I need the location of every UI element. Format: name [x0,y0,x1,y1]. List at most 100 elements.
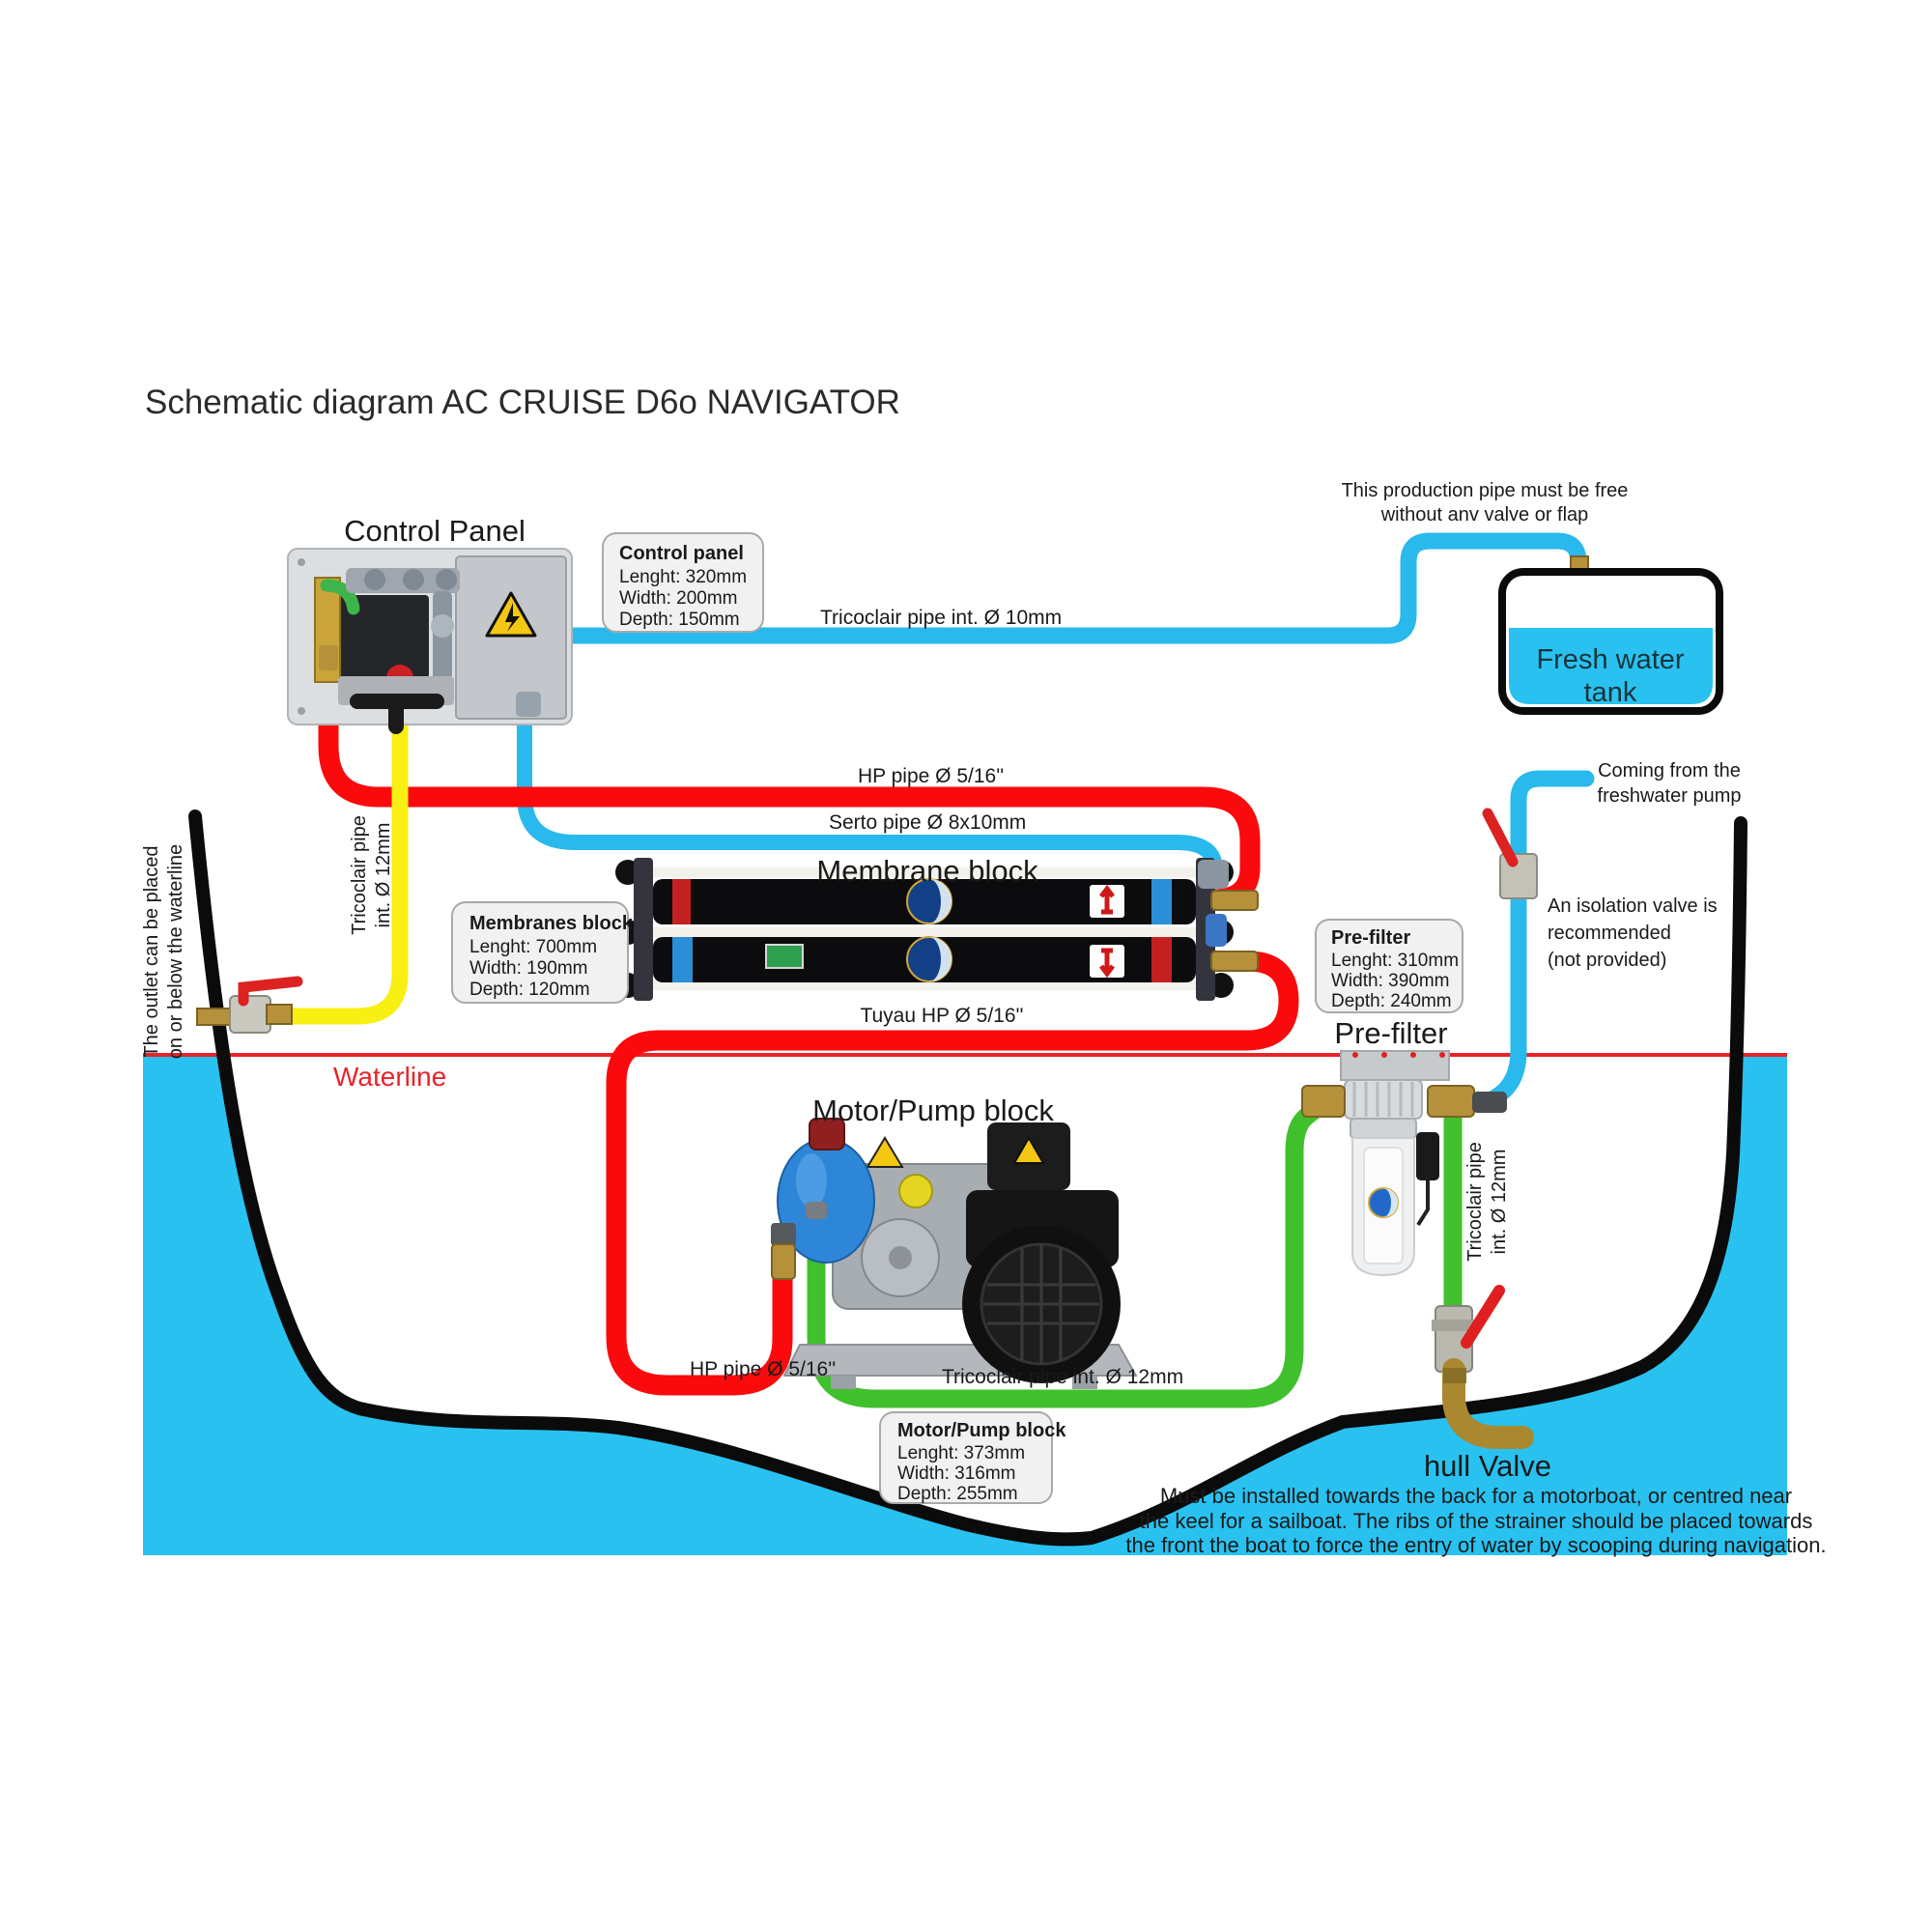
tank-label-line2: tank [1584,677,1637,708]
control-panel-spec-length: Lenght: 320mm [619,567,747,587]
prefilter-photo [1301,1050,1507,1277]
tricoclair12-left-line2: int. Ø 12mm [373,823,394,928]
hull-valve-nut [1443,1368,1466,1383]
prefilter-head [1344,1079,1423,1120]
prefilter-spec-depth: Depth: 240mm [1331,991,1452,1011]
fresh-water-tank: Fresh water tank [1498,555,1723,715]
hull-valve-heading: hull Valve [1424,1449,1551,1483]
prefilter-spec-title: Pre-filter [1331,927,1410,949]
membrane-tube1-red-ring [672,879,691,924]
isolation-note-line3: (not provided) [1548,950,1666,971]
membrane-block-photo [615,858,1259,1001]
freshwater-note-line1: Coming from the [1598,760,1741,781]
outlet-pipe-yellow [277,714,409,1025]
tricoclair12-right-line2: int. Ø 12mm [1489,1150,1510,1255]
prefilter-elbow-right [1427,1085,1475,1118]
control-panel-spec-title: Control panel [619,543,744,564]
hull-valve-strainer [1442,1358,1534,1449]
panel-pump-head [340,595,429,678]
production-pipe-label: Tricoclair pipe int. Ø 10mm [820,607,1062,629]
membrane-spec-depth: Depth: 120mm [469,980,590,1000]
outlet-valve-handle [238,976,303,1007]
outlet-note-line1: The outlet can be placed [141,845,162,1057]
control-panel-spec-width: Width: 200mm [619,588,737,609]
prefilter-sensor [1416,1132,1439,1180]
membrane-serto-elbow [1198,860,1229,889]
hull-valve-handle [1461,1285,1505,1349]
control-panel-spec-box: Control panel Lenght: 320mm Width: 200mm… [602,532,764,633]
prefilter-flush-fitting [1472,1092,1507,1113]
panel-green-hose [320,579,360,615]
control-panel-photo [287,548,573,734]
motor-pump-spec-depth: Depth: 255mm [897,1484,1018,1504]
membrane-spec-width: Width: 190mm [469,958,587,979]
tank-water [1509,628,1713,704]
membrane-endplate-left [634,858,653,1001]
outlet-valve-nut [266,1004,293,1025]
motor-pump-spec-box: Motor/Pump block Lenght: 373mm Width: 31… [879,1411,1066,1504]
hp-pipe-bottom-label: HP pipe Ø 5/16'' [690,1358,836,1380]
prefilter-collar [1350,1118,1417,1139]
pump-accumulator-cap [809,1118,845,1151]
prefilter-sensor-wire [1416,1180,1430,1227]
production-pipe-note-line1: This production pipe must be free [1342,480,1629,501]
outlet-note-line2: on or below the waterline [165,844,186,1059]
tuyau-hp-label: Tuyau HP Ø 5/16'' [860,1005,1023,1027]
production-pipe-note-line2: without anv valve or flap [1380,504,1589,526]
membrane-hp-fitting-bottom [1210,951,1259,972]
prefilter-spec-box: Pre-filter Lenght: 310mm Width: 390mm De… [1315,919,1463,1013]
hull-valve-desc-line3: the front the boat to force the entry of… [1125,1533,1826,1557]
isolation-valve [1482,808,1538,899]
tricoclair12-bottom-label: Tricoclair pipe int. Ø 12mm [942,1366,1183,1388]
hp-pipe-top [318,656,1261,911]
isolation-note-line2: recommended [1548,923,1671,944]
tricoclair12-right-line1: Tricoclair pipe [1464,1142,1486,1262]
membrane-spec-title: Membranes block [469,913,634,934]
outlet-valve-body [229,995,271,1034]
prefilter-spec-length: Lenght: 310mm [1331,951,1459,971]
membrane-spec-length: Lenght: 700mm [469,937,597,957]
isolation-valve-handle [1482,808,1519,867]
control-panel-heading: Control Panel [344,514,526,548]
control-panel-electric-box [455,555,567,720]
membrane-spec-box: Membranes block Lenght: 700mm Width: 190… [451,901,634,1004]
hull-valve-assembly [1432,1285,1534,1449]
motor-grille-grid [983,1244,1099,1364]
membrane-hp-fitting-top [1210,890,1259,911]
hull-valve-desc-line2: the keel for a sailboat. The ribs of the… [1140,1509,1813,1533]
outlet-valve [196,976,303,1034]
green-pipe-pump-to-prefilter [807,1099,1325,1408]
page-title: Schematic diagram AC CRUISE D6o NAVIGATO… [145,384,900,421]
motor-pump-heading: Motor/Pump block [812,1094,1054,1127]
prefilter-head-ribs [1352,1082,1414,1117]
prefilter-elbow-left [1301,1085,1346,1118]
prefilter-bracket [1340,1050,1450,1081]
tricoclair12-left-line1: Tricoclair pipe [349,815,370,935]
waterline-label: Waterline [333,1062,446,1092]
panel-serto-fitting [516,692,541,717]
membrane-tube2-red-ring [1151,937,1172,982]
serto-pipe-label: Serto pipe Ø 8x10mm [829,811,1026,834]
tank-label-line1: Fresh water [1536,644,1684,675]
panel-black-tee [350,694,444,734]
motor-warning-sticker [1012,1135,1045,1164]
motor-pump-spec-length: Lenght: 373mm [897,1443,1025,1463]
flush-pipe [1477,770,1595,1112]
pump-green-outlet [806,1202,827,1219]
hull-outline [188,810,1747,1547]
prefilter-heading: Pre-filter [1334,1016,1447,1050]
prefilter-spec-width: Width: 390mm [1331,971,1449,991]
panel-hp-fitting [319,645,338,670]
pump-inlet-nut [771,1223,796,1246]
pump-warning-sticker [866,1136,904,1168]
membrane-heading: Membrane block [816,854,1038,888]
motor-pump-spec-title: Motor/Pump block [897,1420,1066,1441]
motor-pump-photo [771,1118,1138,1389]
serto-pipe [517,717,1223,881]
membrane-tube2-green-sticker [765,944,804,969]
membrane-tube2-blue-ring [672,937,693,982]
hp-pipe-top-label: HP pipe Ø 5/16'' [858,765,1004,787]
tuyau-hp-pipe [606,951,1299,1396]
